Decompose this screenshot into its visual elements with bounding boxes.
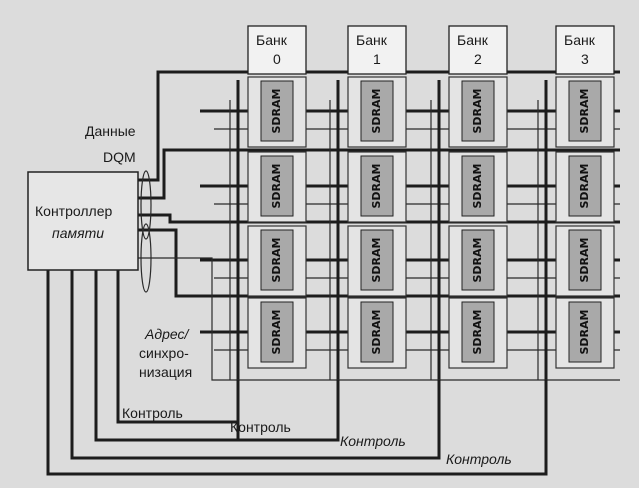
sdram-module: SDRAM xyxy=(347,76,407,148)
bus-line xyxy=(94,270,340,442)
sdram-module: SDRAM xyxy=(555,76,615,148)
sdram-chip-label: SDRAM xyxy=(471,89,484,134)
memory-modules: SDRAM SDRAM SDRAM SDRAM SDRAM SDRAM SDRAM SDRAM… xyxy=(247,76,615,369)
bus-line xyxy=(116,270,240,424)
control-label-bank-1: Контроль xyxy=(230,419,291,435)
sdram-chip-label: SDRAM xyxy=(270,310,283,355)
sdram-chip-label: SDRAM xyxy=(578,164,591,209)
sdram-chip-label: SDRAM xyxy=(370,238,383,283)
sdram-chip xyxy=(568,80,602,142)
address-label-line1: Адрес/ xyxy=(144,326,190,342)
sdram-chip xyxy=(461,155,495,217)
bank-header-box xyxy=(247,25,307,75)
sdram-chip xyxy=(360,229,394,291)
sdram-chip-label: SDRAM xyxy=(270,238,283,283)
bank-number: 3 xyxy=(581,51,589,67)
bank-header-0: Банк 0 xyxy=(247,25,307,75)
bank-label: Банк xyxy=(457,32,489,48)
sdram-chip-label: SDRAM xyxy=(578,89,591,134)
data-label: Данные xyxy=(85,123,136,139)
address-label-line2: синхро- xyxy=(139,345,189,361)
bank-label: Банк xyxy=(256,32,288,48)
sdram-module: SDRAM xyxy=(555,297,615,369)
sdram-chip xyxy=(360,301,394,363)
sdram-chip xyxy=(461,229,495,291)
data-bus-clamp xyxy=(140,170,152,240)
sdram-chip xyxy=(260,80,294,142)
sdram-chip-label: SDRAM xyxy=(370,310,383,355)
control-label-bank-2: Контроль xyxy=(340,433,406,449)
sdram-chip-label: SDRAM xyxy=(578,310,591,355)
sdram-chip xyxy=(461,301,495,363)
bus-line xyxy=(46,270,548,476)
sdram-module: SDRAM xyxy=(448,297,508,369)
sdram-chip xyxy=(260,229,294,291)
sdram-module: SDRAM xyxy=(448,225,508,297)
controller-title-line1: Контроллер xyxy=(35,203,112,219)
bank-header-1: Банк 1 xyxy=(347,25,407,75)
sdram-module: SDRAM xyxy=(555,151,615,223)
sdram-module: SDRAM xyxy=(555,225,615,297)
sdram-chip xyxy=(568,301,602,363)
bank-label: Банк xyxy=(564,32,596,48)
controller-box xyxy=(27,171,139,271)
bank-label: Банк xyxy=(356,32,388,48)
sdram-chip-label: SDRAM xyxy=(370,89,383,134)
sdram-module: SDRAM xyxy=(347,151,407,223)
sdram-chip-label: SDRAM xyxy=(471,310,484,355)
bank-header-2: Банк 2 xyxy=(448,25,508,75)
sdram-module: SDRAM xyxy=(247,151,307,223)
bus-line xyxy=(70,270,441,460)
sdram-module: SDRAM xyxy=(247,225,307,297)
sdram-module: SDRAM xyxy=(448,76,508,148)
sdram-chip-label: SDRAM xyxy=(578,238,591,283)
bank-number: 1 xyxy=(373,51,381,67)
sdram-chip-label: SDRAM xyxy=(471,238,484,283)
control-label-bank-0: Контроль xyxy=(122,405,183,421)
sdram-module: SDRAM xyxy=(347,225,407,297)
sdram-chip xyxy=(461,80,495,142)
bank-header-box xyxy=(448,25,508,75)
dqm-label: DQM xyxy=(103,149,136,165)
sdram-module: SDRAM xyxy=(247,297,307,369)
bank-headers: Банк 0 Банк 1 Банк 2 Банк 3 xyxy=(247,25,615,75)
sdram-chip xyxy=(568,155,602,217)
bank-header-box xyxy=(347,25,407,75)
sdram-module: SDRAM xyxy=(347,297,407,369)
sdram-module: SDRAM xyxy=(247,76,307,148)
sdram-chip xyxy=(568,229,602,291)
sdram-chip xyxy=(360,80,394,142)
control-label-bank-3: Контроль xyxy=(446,451,512,467)
sdram-chip xyxy=(260,155,294,217)
sdram-chip-label: SDRAM xyxy=(471,164,484,209)
address-bus-clamp xyxy=(140,223,152,293)
sdram-module: SDRAM xyxy=(448,151,508,223)
memory-controller: Контроллер памяти xyxy=(27,171,139,271)
bank-number: 2 xyxy=(474,51,482,67)
address-label-line3: низация xyxy=(139,364,192,380)
bus-bundle-clamps xyxy=(140,170,152,293)
sdram-chip xyxy=(360,155,394,217)
bus-line xyxy=(138,257,620,381)
bank-header-3: Банк 3 xyxy=(555,25,615,75)
bank-header-box xyxy=(555,25,615,75)
sdram-chip-label: SDRAM xyxy=(270,164,283,209)
bank-number: 0 xyxy=(273,51,281,67)
sdram-chip xyxy=(260,301,294,363)
sdram-chip-label: SDRAM xyxy=(370,164,383,209)
controller-title-line2: памяти xyxy=(52,225,104,241)
sdram-chip-label: SDRAM xyxy=(270,89,283,134)
